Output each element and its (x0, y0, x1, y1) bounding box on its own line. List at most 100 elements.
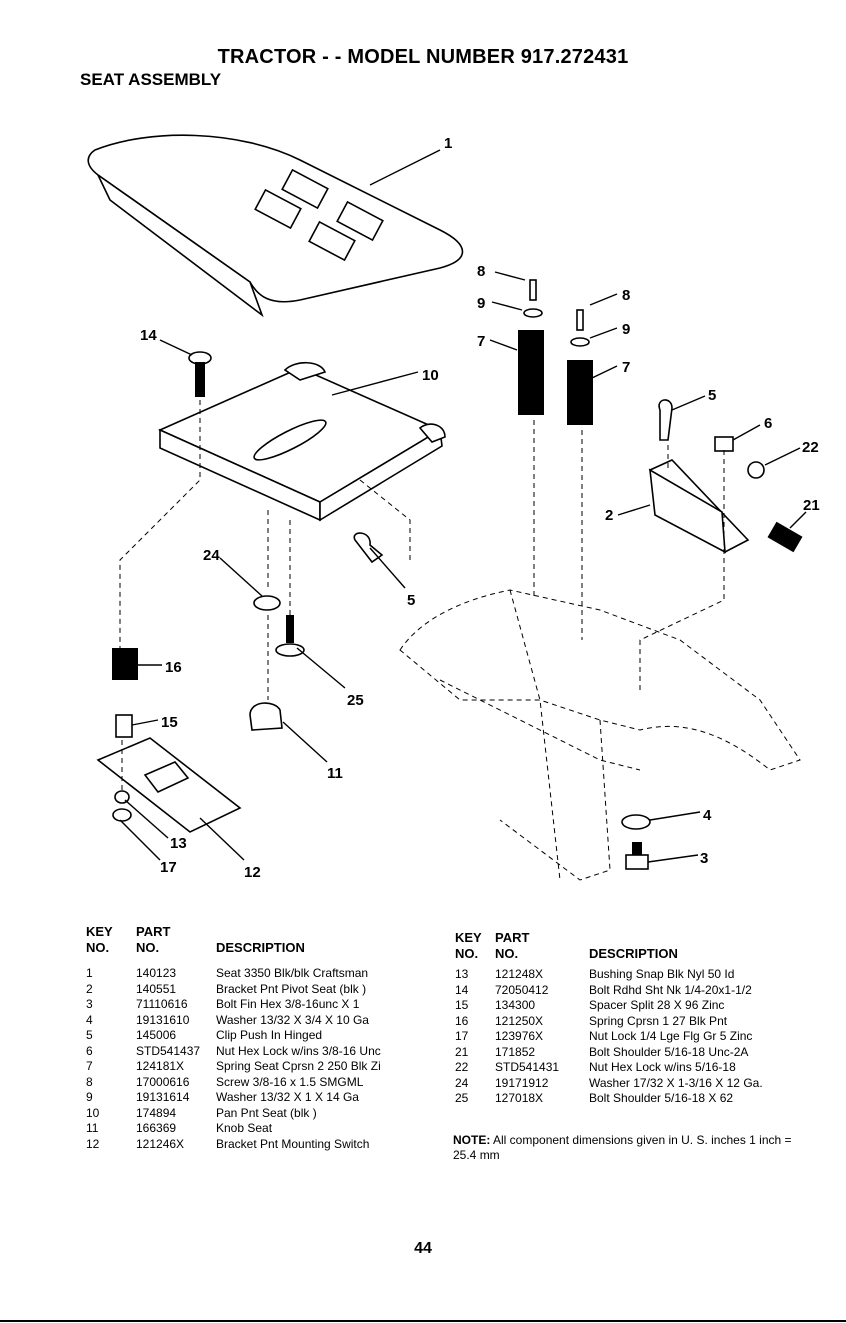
part-no: 72050412 (495, 982, 549, 997)
part-no: 174894 (136, 1105, 177, 1120)
part-no: 171852 (495, 1044, 536, 1059)
key-no: 14 (455, 982, 469, 997)
table-row: 21 171852 Bolt Shoulder 5/16-18 Unc-2A (455, 1045, 763, 1061)
callout-8a: 8 (477, 263, 485, 280)
callout-21: 21 (803, 497, 820, 514)
part-no: 17000616 (136, 1074, 190, 1089)
page-number: 44 (414, 1240, 432, 1257)
part-description: Washer 13/32 X 3/4 X 10 Ga (216, 1012, 369, 1027)
callout-15: 15 (161, 714, 178, 731)
seat-part (87, 134, 464, 318)
callout-16: 16 (165, 659, 182, 676)
header-part-no: NO. (136, 940, 160, 955)
part-no: 145006 (136, 1028, 177, 1042)
part-no: STD541431 (495, 1060, 560, 1074)
part-description: Bolt Shoulder 5/16-18 Unc-2A (589, 1044, 749, 1059)
spring-stack-left (518, 279, 544, 415)
header-no-r: NO. (455, 946, 479, 961)
seat-assembly-diagram: 1 14 10 8 9 7 8 9 7 5 6 22 21 2 24 5 16 … (87, 134, 820, 881)
callout-4: 4 (703, 807, 712, 824)
part-description: Screw 3/8-16 x 1.5 SMGML (216, 1074, 364, 1089)
part-no: 124181X (136, 1059, 185, 1073)
part-description: Bushing Snap Blk Nyl 50 Id (589, 967, 735, 981)
key-no: 13 (455, 967, 469, 981)
part-description: Nut Lock 1/4 Lge Flg Gr 5 Zinc (589, 1029, 753, 1043)
key-no: 2 (86, 981, 93, 996)
part-no: 121246X (136, 1136, 185, 1151)
callout-11: 11 (327, 765, 343, 782)
hardware-parts (353, 399, 803, 564)
callout-10: 10 (422, 367, 439, 384)
header-no: NO. (86, 940, 110, 955)
callout-7a: 7 (477, 333, 485, 350)
header-description-r: DESCRIPTION (589, 946, 678, 961)
dimension-note: NOTE: All component dimensions given in … (453, 1133, 813, 1163)
callout-8b: 8 (622, 287, 630, 304)
fender-outline (399, 589, 801, 881)
seat-pan-part (158, 361, 446, 522)
callout-3: 3 (700, 850, 708, 867)
key-no: 9 (86, 1090, 93, 1104)
part-no: STD541437 (136, 1043, 201, 1058)
callout-25: 25 (347, 692, 364, 709)
key-no: 5 (86, 1028, 93, 1042)
key-no: 12 (86, 1136, 100, 1151)
part-no: 127018X (495, 1091, 544, 1105)
part-description: Clip Push In Hinged (216, 1028, 323, 1042)
spring-stack-right (567, 309, 593, 425)
callout-14: 14 (140, 327, 157, 344)
part-no: 166369 (136, 1121, 177, 1135)
callout-22: 22 (802, 439, 819, 456)
part-description: Nut Hex Lock w/ins 3/8-16 Unc (216, 1043, 381, 1058)
key-no: 10 (86, 1105, 100, 1120)
part-description: Spring Cprsn 1 27 Blk Pnt (589, 1013, 728, 1028)
note-label: NOTE: (453, 1133, 491, 1147)
part-description: Nut Hex Lock w/ins 5/16-18 (589, 1060, 736, 1074)
washer-bolt-knob (249, 595, 305, 731)
part-no: 121250X (495, 1013, 544, 1028)
header-description: DESCRIPTION (216, 940, 305, 955)
switch-bracket-assembly (96, 648, 242, 833)
key-no: 15 (455, 998, 469, 1012)
table-row: 14 72050412 Bolt Rdhd Sht Nk 1/4-20x1-1/2 (455, 983, 763, 999)
callout-2: 2 (605, 507, 613, 524)
callout-numbers: 1 14 10 8 9 7 8 9 7 5 6 22 21 2 24 5 16 … (140, 135, 820, 881)
callout-7b: 7 (622, 359, 630, 376)
table-row: 2 140551 Bracket Pnt Pivot Seat (blk ) (86, 982, 381, 998)
part-description: Bolt Rdhd Sht Nk 1/4-20x1-1/2 (589, 982, 752, 997)
part-no: 123976X (495, 1029, 544, 1043)
callout-1: 1 (444, 135, 452, 152)
callout-6: 6 (764, 415, 772, 432)
header-key: KEY (86, 924, 113, 939)
part-description: Washer 17/32 X 1-3/16 X 12 Ga. (589, 1075, 763, 1090)
part-no: 19131610 (136, 1012, 190, 1027)
part-description: Bracket Pnt Pivot Seat (blk ) (216, 981, 367, 996)
note-text: All component dimensions given in U. S. … (453, 1133, 792, 1162)
part-no: 134300 (495, 998, 536, 1012)
key-no: 3 (86, 997, 93, 1011)
callout-5b: 5 (407, 592, 415, 609)
key-no: 21 (455, 1044, 469, 1059)
callout-9b: 9 (622, 321, 630, 338)
part-no: 140123 (136, 966, 177, 980)
part-no: 19171912 (495, 1075, 549, 1090)
key-no: 25 (455, 1091, 469, 1105)
pivot-bracket-part (648, 459, 750, 554)
part-no: 19131614 (136, 1090, 190, 1104)
part-no: 140551 (136, 981, 177, 996)
key-no: 17 (455, 1029, 469, 1043)
bottom-rule (0, 1320, 846, 1322)
header-key-r: KEY (455, 930, 482, 945)
key-no: 7 (86, 1059, 93, 1073)
